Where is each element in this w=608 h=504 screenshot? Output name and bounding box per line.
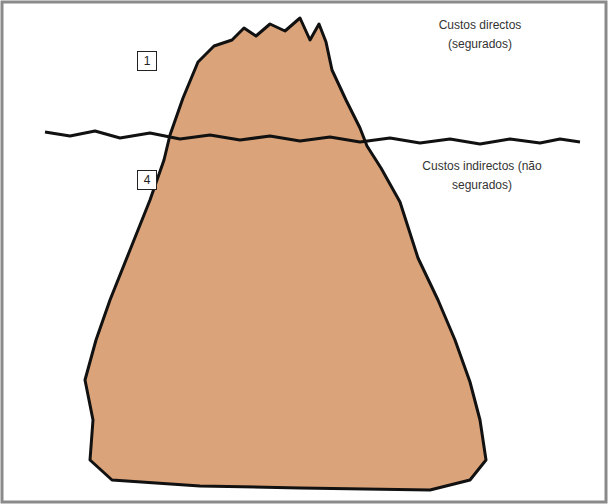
number-box: 4 — [137, 170, 157, 190]
callout-number: 1 — [142, 53, 152, 69]
iceberg-shape — [85, 18, 486, 490]
number-box: 1 — [137, 51, 157, 71]
cost-label: Custos directos (segurados) — [410, 16, 550, 54]
cost-label: Custos indirectos (não segurados) — [412, 157, 552, 195]
callout-number: 4 — [142, 172, 152, 188]
water-line — [45, 131, 580, 144]
